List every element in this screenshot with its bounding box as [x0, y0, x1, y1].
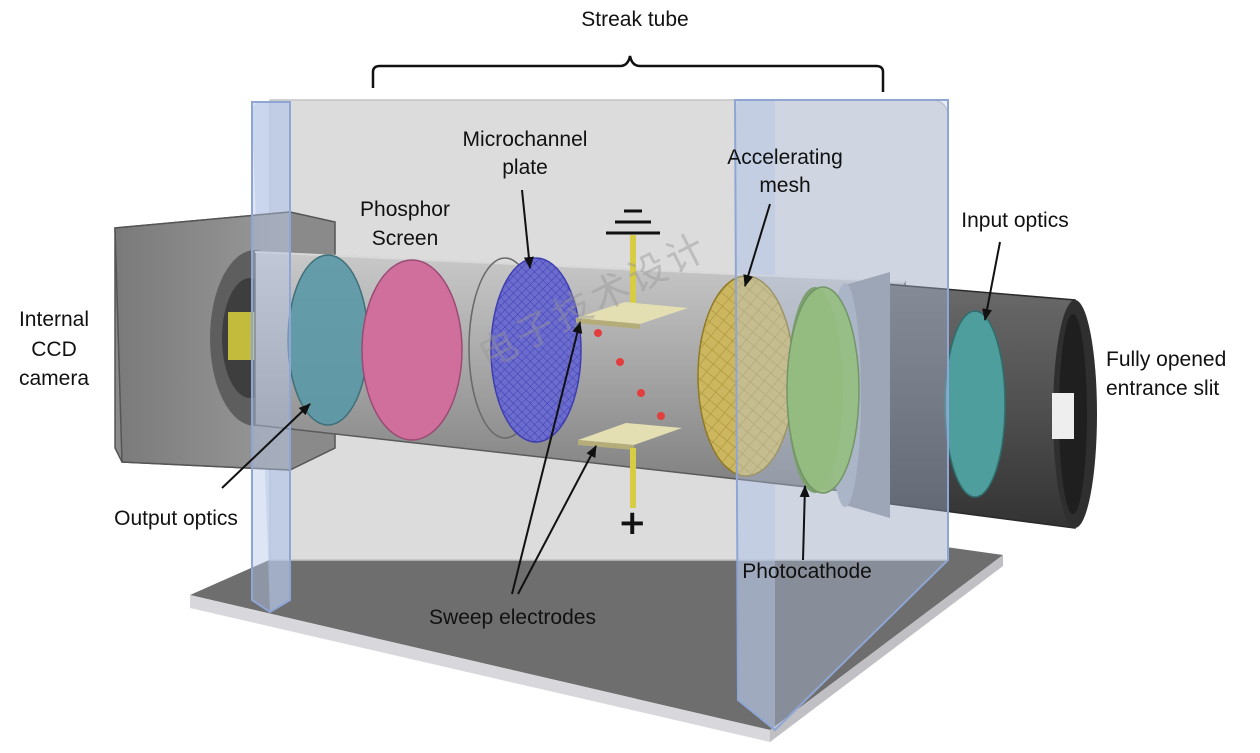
lower-electrode-plate: [578, 423, 682, 445]
upper-electrode-rod: [630, 235, 636, 305]
tube-highlight: [254, 251, 906, 283]
enclosure-right-glass: [733, 99, 949, 732]
label-entrance-slit-1: Fully opened: [1106, 348, 1227, 371]
photocathode-disc: [786, 286, 860, 494]
base-plate-front-edge: [190, 595, 770, 742]
electron-dot: [594, 329, 602, 337]
arrow-accelerating-mesh: [743, 203, 771, 287]
microchannel-plate-disc: [490, 257, 582, 443]
enclosure-left-glass: [251, 101, 291, 614]
label-phosphor-screen-1: Phosphor: [360, 198, 450, 221]
label-internal-ccd-2: CCD: [31, 338, 77, 361]
arrow-input-optics: [982, 241, 1001, 321]
sweep-electrodes: [576, 209, 688, 508]
label-accelerating-mesh-2: mesh: [759, 174, 811, 197]
label-microchannel-plate-2: plate: [502, 156, 548, 179]
upper-electrode-plate-edge: [576, 318, 640, 329]
entrance-slit: [1052, 393, 1074, 439]
label-phosphor-screen-2: Screen: [371, 227, 439, 250]
lower-electrode-rod: [630, 448, 636, 508]
base-plate-side-edge: [770, 555, 1003, 742]
label-input-optics: Input optics: [961, 209, 1069, 232]
arrow-sweep-upper: [511, 321, 583, 595]
electron-dot: [657, 412, 665, 420]
label-streak-tube: Streak tube: [581, 8, 689, 31]
upper-electrode-plate: [576, 302, 688, 324]
plus-sign: +: [618, 503, 647, 543]
phosphor-screen-disc: [361, 259, 463, 441]
arrow-microchannel-plate: [521, 189, 534, 269]
lower-electrode-plate-edge: [578, 440, 634, 450]
label-sweep-electrodes: Sweep electrodes: [429, 606, 596, 629]
electron-dot: [616, 358, 624, 366]
label-microchannel-plate-1: Microchannel: [462, 128, 588, 151]
ground-symbol: [606, 209, 660, 235]
arrow-photocathode: [799, 485, 810, 561]
output-optics-lens: [287, 254, 369, 426]
label-entrance-slit-2: entrance slit: [1106, 377, 1220, 400]
arrow-sweep-lower: [517, 445, 597, 595]
label-internal-ccd-3: camera: [18, 367, 90, 390]
label-internal-ccd-1: Internal: [18, 308, 90, 331]
leader-arrows: [221, 189, 1001, 595]
label-output-optics: Output optics: [114, 507, 238, 530]
label-photocathode: Photocathode: [742, 560, 872, 583]
electron-dot: [637, 389, 645, 397]
streak-tube-bracket: [371, 55, 885, 92]
arrow-output-optics: [221, 403, 311, 489]
input-optics-lens: [944, 310, 1006, 498]
label-accelerating-mesh-1: Accelerating: [727, 146, 843, 169]
